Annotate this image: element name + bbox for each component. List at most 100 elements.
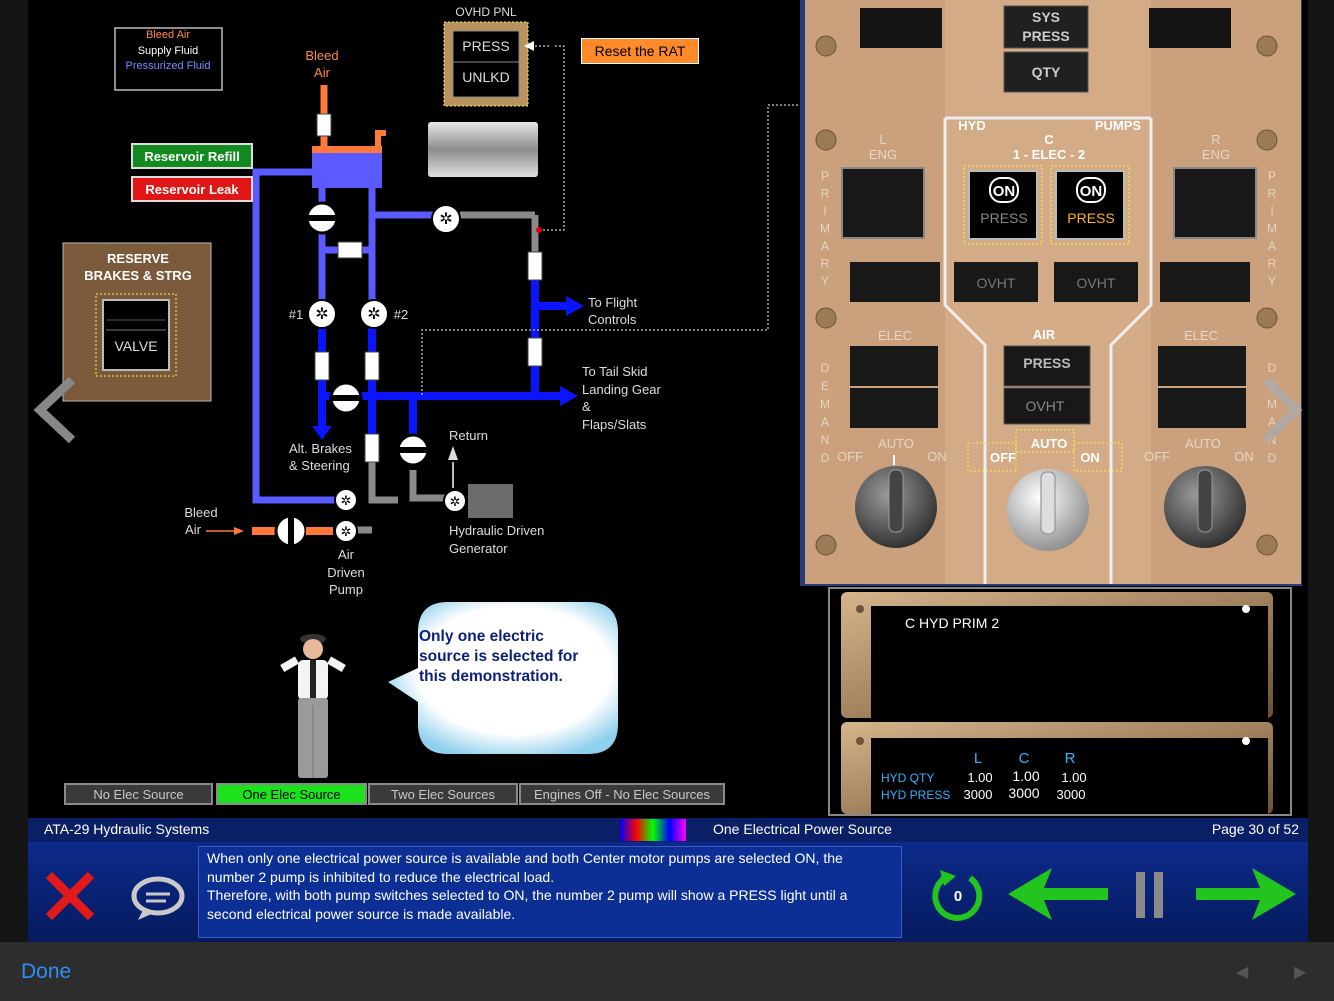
to-tail-skid-label-4: Flaps/Slats: [582, 417, 647, 432]
shutoff-valve-icon: [305, 201, 339, 235]
eicas-press-c: 3000: [1008, 785, 1039, 801]
eicas-hyd-press-label: HYD PRESS: [881, 788, 950, 802]
eicas-col-l: L: [974, 750, 982, 767]
pump-1-icon: ✲: [307, 299, 337, 329]
c-on-label: ON: [1080, 450, 1100, 465]
c1-ovht-light: [954, 262, 1038, 302]
hydraulic-diagram: Bleed Air Supply Fluid Pressurized Fluid…: [33, 0, 1303, 816]
c2-press-light: PRESS: [1067, 210, 1114, 226]
l-elec-label: ELEC: [878, 328, 912, 343]
bottom-toolbar: Done ◀ ▶: [0, 942, 1334, 1001]
eicas-press-l: 3000: [964, 787, 993, 802]
air-ovht-text: OVHT: [1026, 398, 1065, 414]
check-valve-icon: [364, 433, 380, 463]
r-eng-pump-switch[interactable]: [1173, 167, 1257, 239]
arrow-up-icon: [448, 446, 458, 460]
comment-icon[interactable]: [130, 874, 186, 924]
c2-on-light: ON: [1080, 183, 1103, 200]
air-press-text: PRESS: [1023, 355, 1070, 371]
r-demand-pump-knob[interactable]: AUTO OFF ON: [1144, 436, 1254, 548]
tab-two-elec-sources[interactable]: Two Elec Sources: [368, 783, 518, 805]
check-valve-icon: [364, 351, 380, 381]
next-arrow-icon[interactable]: [1194, 866, 1296, 922]
check-valve-icon: [527, 251, 543, 281]
previous-arrow-icon[interactable]: [1008, 866, 1110, 922]
reset-rat-button[interactable]: Reset the RAT: [581, 38, 699, 64]
toolbar-forward-icon[interactable]: ▶: [1294, 964, 1307, 981]
reservoir-leak-button[interactable]: Reservoir Leak: [131, 176, 253, 202]
legend-box: Bleed Air Supply Fluid Pressurized Fluid: [114, 27, 223, 91]
pause-icon[interactable]: [1134, 870, 1166, 922]
l-eng-label: L: [879, 132, 886, 147]
sys-press-light: SYS: [1032, 9, 1060, 25]
tab-no-elec-source[interactable]: No Elec Source: [64, 783, 213, 805]
r-demand-blank-2: [1158, 388, 1246, 428]
alt-brakes-label: Alt. Brakes: [289, 441, 352, 456]
eicas-col-c: C: [1019, 750, 1030, 767]
qty-button[interactable]: QTY: [1003, 51, 1089, 93]
reserve-panel-title-2: BRAKES & STRG: [84, 268, 192, 283]
close-icon[interactable]: [44, 870, 96, 922]
done-button[interactable]: Done: [21, 960, 72, 983]
c-air-pump-knob[interactable]: AUTO OFF ON: [967, 429, 1123, 551]
l-on-label: ON: [927, 449, 947, 464]
to-flight-controls-label-2: Controls: [588, 312, 637, 327]
description-paragraph-1: When only one electrical power source is…: [207, 850, 843, 885]
air-label: AIR: [1033, 327, 1056, 342]
bleed-air-top-label: Bleed: [305, 48, 338, 63]
adp-pump-icon: ✲: [334, 519, 358, 543]
sys-press-button[interactable]: SYS PRESS: [1003, 5, 1089, 49]
adp-label: Air: [338, 547, 355, 562]
c1-elec-pump-switch[interactable]: ON PRESS: [963, 165, 1043, 245]
svg-text:✲: ✲: [439, 211, 452, 228]
svg-text:✲: ✲: [367, 306, 380, 323]
check-valve-icon: [314, 351, 330, 381]
right-frame: [1308, 0, 1334, 942]
control-bar: When only one electrical power source is…: [28, 842, 1308, 942]
reserve-valve-switch[interactable]: VALVE: [95, 293, 177, 377]
bleed-air-left-label: Bleed: [184, 505, 217, 520]
l-eng-label-2: ENG: [869, 147, 897, 162]
l-demand-blank-2: [850, 388, 938, 428]
ovhd-panel-button[interactable]: PRESS UNLKD: [443, 21, 529, 107]
to-tail-skid-label: To Tail Skid: [582, 364, 648, 379]
r-eng-label: R: [1211, 132, 1220, 147]
tab-one-elec-source[interactable]: One Elec Source: [216, 783, 367, 805]
lesson-stage: Bleed Air Supply Fluid Pressurized Fluid…: [28, 0, 1308, 818]
next-slide-chevron-icon[interactable]: [1262, 376, 1303, 444]
legend-bleed-air: Bleed Air: [146, 29, 190, 41]
l-demand-pump-knob[interactable]: AUTO OFF ON: [837, 436, 947, 548]
replay-icon[interactable]: 0: [930, 868, 986, 924]
prev-slide-chevron-icon[interactable]: [33, 376, 76, 444]
c2-elec-pump-switch[interactable]: ON PRESS: [1050, 165, 1130, 245]
reservoir-refill-button[interactable]: Reservoir Refill: [131, 143, 253, 169]
status-bar: ATA-29 Hydraulic Systems One Electrical …: [28, 818, 1308, 842]
c1-on-light: ON: [993, 183, 1016, 200]
r-demand-blank: [1158, 346, 1246, 386]
speech-bubble: [388, 602, 618, 754]
eicas-qty-l: 1.00: [967, 770, 992, 785]
hyd-label: HYD: [958, 118, 985, 133]
ovhd-panel-label: OVHD PNL: [455, 5, 517, 19]
c-auto-label: AUTO: [1031, 436, 1068, 451]
return-label: Return: [449, 428, 488, 443]
pump-2-label: #2: [394, 307, 408, 322]
l-eng-pump-switch[interactable]: [841, 167, 925, 239]
c2-ovht-text: OVHT: [1077, 275, 1116, 291]
air-ovht-light: [1003, 387, 1091, 425]
c1-press-light: PRESS: [980, 210, 1027, 226]
r-elec-label: ELEC: [1184, 328, 1218, 343]
eicas-qty-r: 1.00: [1061, 770, 1086, 785]
ovhd-press-light: PRESS: [462, 38, 509, 54]
valve-light: VALVE: [114, 338, 157, 354]
eicas-press-r: 3000: [1057, 787, 1086, 802]
toolbar-back-icon[interactable]: ◀: [1236, 964, 1249, 981]
tab-engines-off-no-elec[interactable]: Engines Off - No Elec Sources: [519, 783, 725, 805]
pilot-avatar: [280, 634, 346, 778]
svg-text:✲: ✲: [450, 494, 461, 509]
